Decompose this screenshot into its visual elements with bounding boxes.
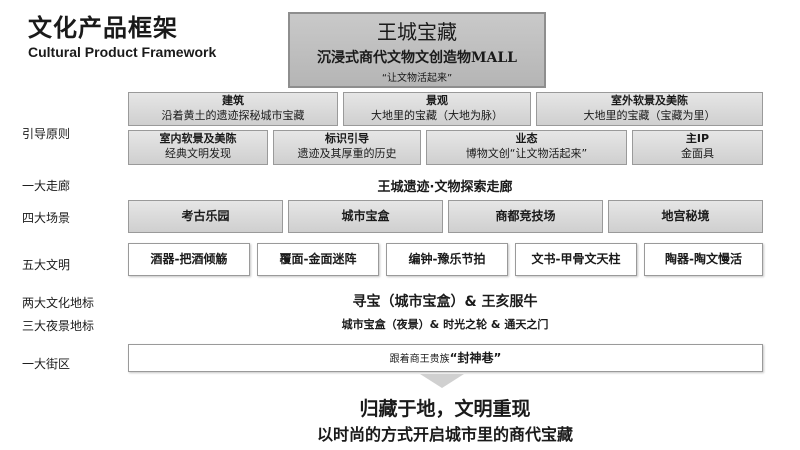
label-guiding: 引导原则 [22,127,71,141]
label-civilizations: 五大文明 [22,258,71,272]
product-name: 王城宝藏 [377,20,457,44]
down-arrow-icon [420,374,464,388]
guiding-item-architecture: 建筑 沿着黄土的遗迹探秘城市宝藏 [128,92,338,126]
page-title: 文化产品框架 [28,14,178,42]
scene-item: 考古乐园 [128,200,283,233]
guiding-item-desc: 博物文创“让文物活起来” [465,147,588,160]
guiding-item-title: 业态 [515,132,538,145]
guiding-item-indoor: 室内软景及美陈 经典文明发现 [128,130,268,165]
slogan-line1: 归藏于地，文明重现 [359,398,531,420]
civilization-item: 覆面-金面迷阵 [257,243,379,276]
label-landmarks: 两大文化地标 [22,296,95,310]
guiding-item-landscape: 景观 大地里的宝藏（大地为脉） [343,92,531,126]
scene-item: 地宫秘境 [608,200,763,233]
civilization-item: 编钟-豫乐节拍 [386,243,508,276]
guiding-item-title: 建筑 [222,94,244,107]
label-scenes: 四大场景 [22,211,71,225]
guiding-item-desc: 遗迹及其厚重的历史 [297,147,397,160]
street-box: 跟着商王贵族“封神巷” [128,344,763,372]
label-street: 一大街区 [22,357,71,371]
guiding-item-desc: 大地里的宝藏（大地为脉） [371,109,503,122]
guiding-item-business: 业态 博物文创“让文物活起来” [426,130,627,165]
guiding-item-desc: 经典文明发现 [165,147,231,160]
guiding-item-title: 室内软景及美陈 [159,132,237,145]
corridor-text: 王城遗迹·文物探索走廊 [377,180,513,195]
page-subtitle: Cultural Product Framework [28,44,217,60]
street-highlight: “封神巷” [449,351,502,365]
product-concept: 沉浸式商代文物文创造物MALL [316,50,518,66]
scene-item: 城市宝盒 [288,200,443,233]
civilization-item: 文书-甲骨文天柱 [515,243,637,276]
guiding-item-ip: 主IP 金面具 [632,130,763,165]
guiding-item-signage: 标识引导 遗迹及其厚重的历史 [273,130,421,165]
street-prefix: 跟着商王贵族 [389,354,450,365]
guiding-item-desc: 沿着黄土的遗迹探秘城市宝藏 [161,109,305,122]
night-landmarks-text: 城市宝盒（夜景）& 时光之轮 & 通天之门 [341,318,549,331]
civilization-item: 陶器-陶文慢活 [644,243,763,276]
product-title-box: 王城宝藏 沉浸式商代文物文创造物MALL “让文物活起来” [288,12,546,88]
guiding-item-title: 标识引导 [325,132,369,145]
scene-item: 商都竞技场 [448,200,603,233]
guiding-item-title: 室外软景及美陈 [611,94,688,107]
guiding-item-title: 主IP [685,132,710,145]
product-slogan: “让文物活起来” [381,73,453,84]
label-corridor: 一大走廊 [22,179,71,193]
guiding-item-desc: 大地里的宝藏（宝藏为里） [583,109,716,122]
landmarks-text: 寻宝（城市宝盒）& 王亥服牛 [352,294,538,310]
label-night: 三大夜景地标 [22,319,95,333]
guiding-item-title: 景观 [426,94,448,107]
civilization-item: 酒器-把酒倾觞 [128,243,250,276]
guiding-item-outdoor: 室外软景及美陈 大地里的宝藏（宝藏为里） [536,92,763,126]
slogan-line2: 以时尚的方式开启城市里的商代宝藏 [316,425,573,444]
guiding-item-desc: 金面具 [681,147,714,160]
